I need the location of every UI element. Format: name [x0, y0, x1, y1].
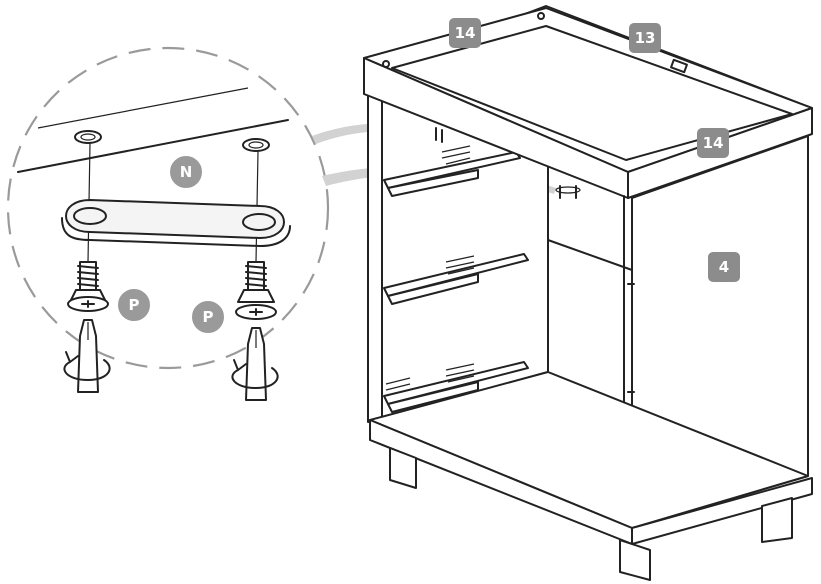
panel-edge-near [17, 119, 289, 173]
part-badge-14-front-label: 14 [703, 134, 724, 152]
drawer-slide-middle [383, 253, 529, 305]
part-badge-4-label: 4 [719, 258, 729, 276]
detail-callout-circle [6, 46, 330, 370]
hardware-badge-p-right-label: P [203, 308, 214, 326]
panel-edge-far [37, 87, 249, 129]
detail-callout: N P P [6, 46, 330, 401]
panel-hole-right [242, 138, 270, 152]
part-badge-4: 4 [708, 252, 740, 282]
bracket-screws [435, 127, 581, 199]
hardware-badge-p-left-label: P [129, 296, 140, 314]
part-badge-14-front: 14 [697, 128, 729, 158]
part-badge-14-top: 14 [449, 18, 481, 48]
part-badge-13-label: 13 [635, 29, 656, 47]
drawer-slide-top [383, 145, 521, 197]
bracket-n [61, 199, 291, 247]
leg-front-right [619, 539, 651, 581]
left-side-panel [367, 87, 383, 423]
hardware-badge-p-right: P [190, 299, 226, 335]
hardware-badge-p-left: P [116, 287, 152, 323]
top-frame-screw-back [537, 12, 545, 20]
top-frame-clip [670, 58, 688, 74]
screwdriver-left [63, 319, 111, 393]
interior-divider [547, 239, 633, 271]
panel-hole-right-inner [248, 141, 264, 149]
leg-front-left [389, 447, 417, 489]
cabinet: 14 13 14 4 [363, 5, 813, 581]
screw-left [67, 261, 109, 312]
screw-right [235, 261, 277, 320]
bottom-panel-right [631, 477, 813, 545]
leg-back-right [761, 497, 793, 543]
panel-hole-left [74, 130, 102, 144]
hardware-badge-n-label: N [180, 163, 193, 181]
panel-hole-left-inner [80, 133, 96, 141]
part-badge-14-top-label: 14 [455, 24, 476, 42]
screwdriver-right [231, 327, 279, 401]
part-badge-13: 13 [629, 23, 661, 53]
hardware-badge-n: N [168, 154, 204, 190]
top-frame-screw-left [382, 60, 390, 68]
